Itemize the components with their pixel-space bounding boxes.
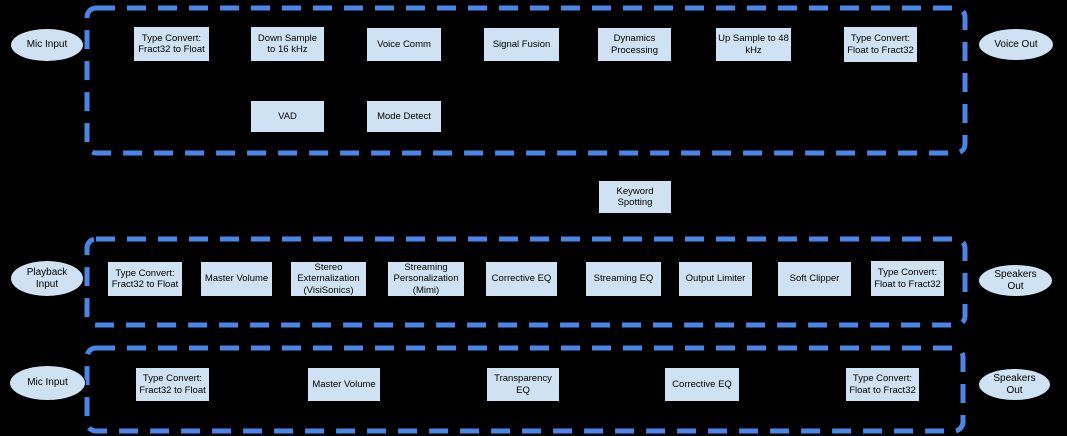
voice-dynamics-processing-block: Dynamics Processing <box>597 27 672 62</box>
playback-input-node: Playback Input <box>10 260 84 297</box>
transparency-speakers-out-node: Speakers Out <box>978 368 1051 401</box>
playback-soft-clipper-block: Soft Clipper <box>777 261 852 297</box>
playback-type-convert-out-block: Type Convert: Float to Fract32 <box>870 260 945 297</box>
voice-type-convert-out-block: Type Convert: Float to Fract32 <box>843 26 918 63</box>
playback-corrective-eq-block: Corrective EQ <box>485 261 558 297</box>
playback-stereo-externalization-block: Stereo Externalization (VisiSonics) <box>290 261 367 297</box>
transparency-master-volume-block: Master Volume <box>307 367 381 402</box>
transparency-type-convert-out-block: Type Convert: Float to Fract32 <box>845 367 920 402</box>
voice-mode-detect-block: Mode Detect <box>366 100 442 133</box>
transparency-mic-input-node: Mic Input <box>9 365 86 401</box>
voice-out-node: Voice Out <box>978 28 1054 61</box>
voice-up-sample-block: Up Sample to 48 kHz <box>715 27 792 62</box>
transparency-type-convert-in-block: Type Convert: Fract32 to Float <box>135 367 210 402</box>
keyword-spotting-block: Keyword Spotting <box>598 180 672 214</box>
playback-streaming-personalization-block: Streaming Personalization (Mimi) <box>387 261 465 297</box>
transparency-eq-block: Transparency EQ <box>486 367 560 402</box>
playback-type-convert-in-block: Type Convert: Fract32 to Float <box>107 261 183 297</box>
voice-type-convert-in-block: Type Convert: Fract32 to Float <box>133 26 210 62</box>
voice-signal-fusion-block: Signal Fusion <box>483 27 560 62</box>
playback-speakers-out-node: Speakers Out <box>978 264 1053 297</box>
voice-vad-block: VAD <box>250 100 325 133</box>
voice-down-sample-block: Down Sample to 16 kHz <box>250 26 325 62</box>
playback-master-volume-block: Master Volume <box>200 261 273 297</box>
playback-streaming-eq-block: Streaming EQ <box>585 261 662 297</box>
voice-mic-input-node: Mic Input <box>10 28 84 62</box>
playback-output-limiter-block: Output Limiter <box>678 261 753 297</box>
voice-comm-block: Voice Comm <box>366 27 442 62</box>
transparency-corrective-eq-block: Corrective EQ <box>664 367 740 402</box>
